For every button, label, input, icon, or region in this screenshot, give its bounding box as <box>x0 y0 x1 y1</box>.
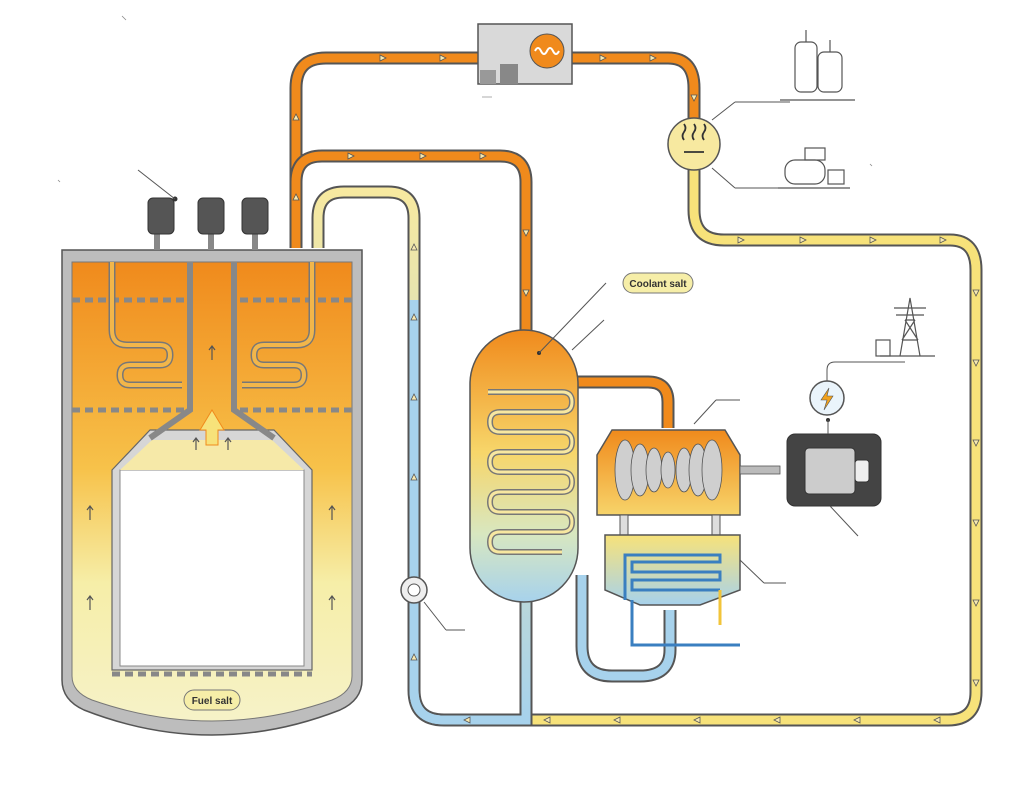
industrial-tanks-icon <box>780 30 855 101</box>
misc-marks <box>57 15 873 183</box>
hot-pipe-outer <box>289 51 701 248</box>
generator <box>786 418 882 537</box>
cool-pipe-return <box>311 185 533 727</box>
warm-pipe-return <box>526 170 983 727</box>
storage-tank-icon <box>778 147 850 189</box>
core-heat-arrow <box>199 409 225 446</box>
hot-pipe-inner <box>289 149 533 330</box>
transmission-tower-icon <box>875 297 935 357</box>
svg-text:Fuel salt: Fuel salt <box>192 696 233 707</box>
pump <box>400 576 465 631</box>
power-meter <box>809 361 905 416</box>
fuel-salt-label: Fuel salt <box>183 689 241 711</box>
heat-exchanger <box>469 282 607 603</box>
steam-pipe <box>574 375 675 428</box>
control-rod-drives <box>137 169 269 250</box>
turbine <box>596 399 781 516</box>
process-heat-exchanger <box>667 101 790 189</box>
flow-arrows <box>292 54 980 724</box>
condensate-pipe <box>575 575 677 683</box>
lightning-icon <box>820 387 834 411</box>
wave-icon <box>534 47 560 55</box>
condenser <box>604 514 786 647</box>
svg-text:Coolant salt: Coolant salt <box>629 279 687 290</box>
thermal-storage <box>477 23 573 98</box>
heat-icon <box>681 123 707 153</box>
reactor-vessel <box>61 249 363 736</box>
coolant-salt-label: Coolant salt <box>622 272 694 294</box>
